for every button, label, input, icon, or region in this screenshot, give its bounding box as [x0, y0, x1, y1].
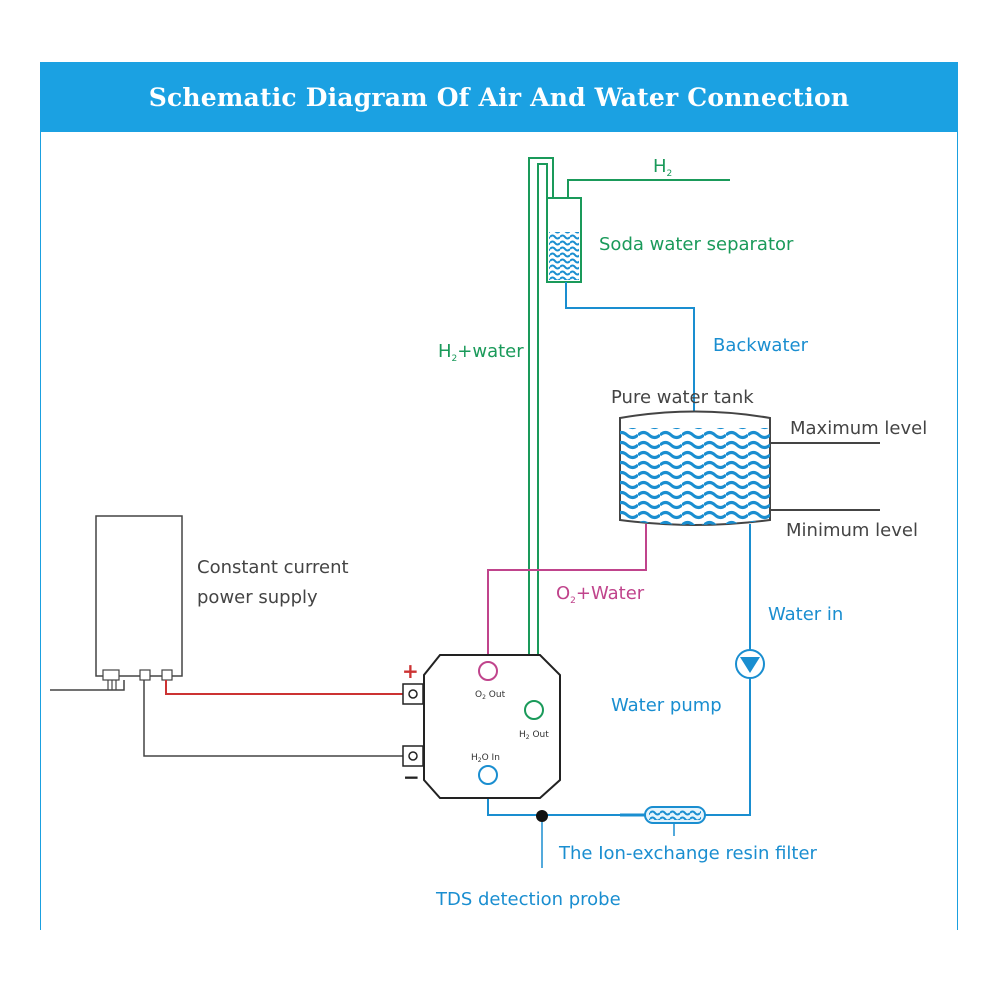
frame-right-border [957, 62, 958, 930]
water-pump-label: Water pump [611, 695, 722, 716]
water-pump [735, 649, 765, 679]
power-supply-label-line1: Constant current [197, 557, 349, 578]
page-title: Schematic Diagram Of Air And Water Conne… [148, 82, 850, 112]
backwater-line [565, 282, 695, 415]
pure-water-tank-label: Pure water tank [611, 387, 754, 408]
power-supply [95, 515, 183, 690]
tds-probe-label: TDS detection probe [435, 889, 621, 910]
plus-sign: + [402, 659, 419, 683]
o2-water-label: O2+Water [556, 583, 645, 606]
positive-wire [165, 680, 403, 695]
water-in-label: Water in [768, 604, 843, 625]
pump-return-line [705, 678, 751, 816]
minimum-level-label: Minimum level [786, 520, 918, 541]
soda-separator-label: Soda water separator [599, 234, 794, 255]
resin-filter-label: The Ion-exchange resin filter [558, 843, 818, 864]
h2-out-port [524, 700, 544, 720]
o2-out-label: O2 Out [475, 690, 506, 701]
h2o-in-port [478, 765, 498, 785]
h2-output-line [567, 179, 730, 200]
header-banner: Schematic Diagram Of Air And Water Conne… [40, 62, 958, 132]
o2-out-port [478, 661, 498, 681]
h2-out-label: H2 Out [519, 730, 549, 741]
h2-water-tube-inner [537, 163, 548, 700]
power-supply-label-line2: power supply [197, 587, 318, 608]
h2-label: H2 [653, 156, 672, 179]
mains-input-line [50, 680, 125, 691]
frame-left-border [40, 62, 41, 930]
ion-exchange-resin-filter [620, 806, 706, 824]
pure-water-tank [619, 410, 771, 526]
maximum-level-label: Maximum level [790, 418, 927, 439]
tds-detection-probe [536, 810, 548, 868]
o2-water-line [487, 524, 647, 662]
negative-wire [143, 680, 403, 757]
backwater-label: Backwater [713, 335, 809, 356]
h2o-in-label: H2O In [471, 753, 500, 764]
minus-sign: − [403, 765, 420, 789]
h2-water-label: H2+water [438, 341, 524, 364]
soda-water-separator [546, 197, 582, 283]
electrolyzer-module [402, 654, 561, 799]
